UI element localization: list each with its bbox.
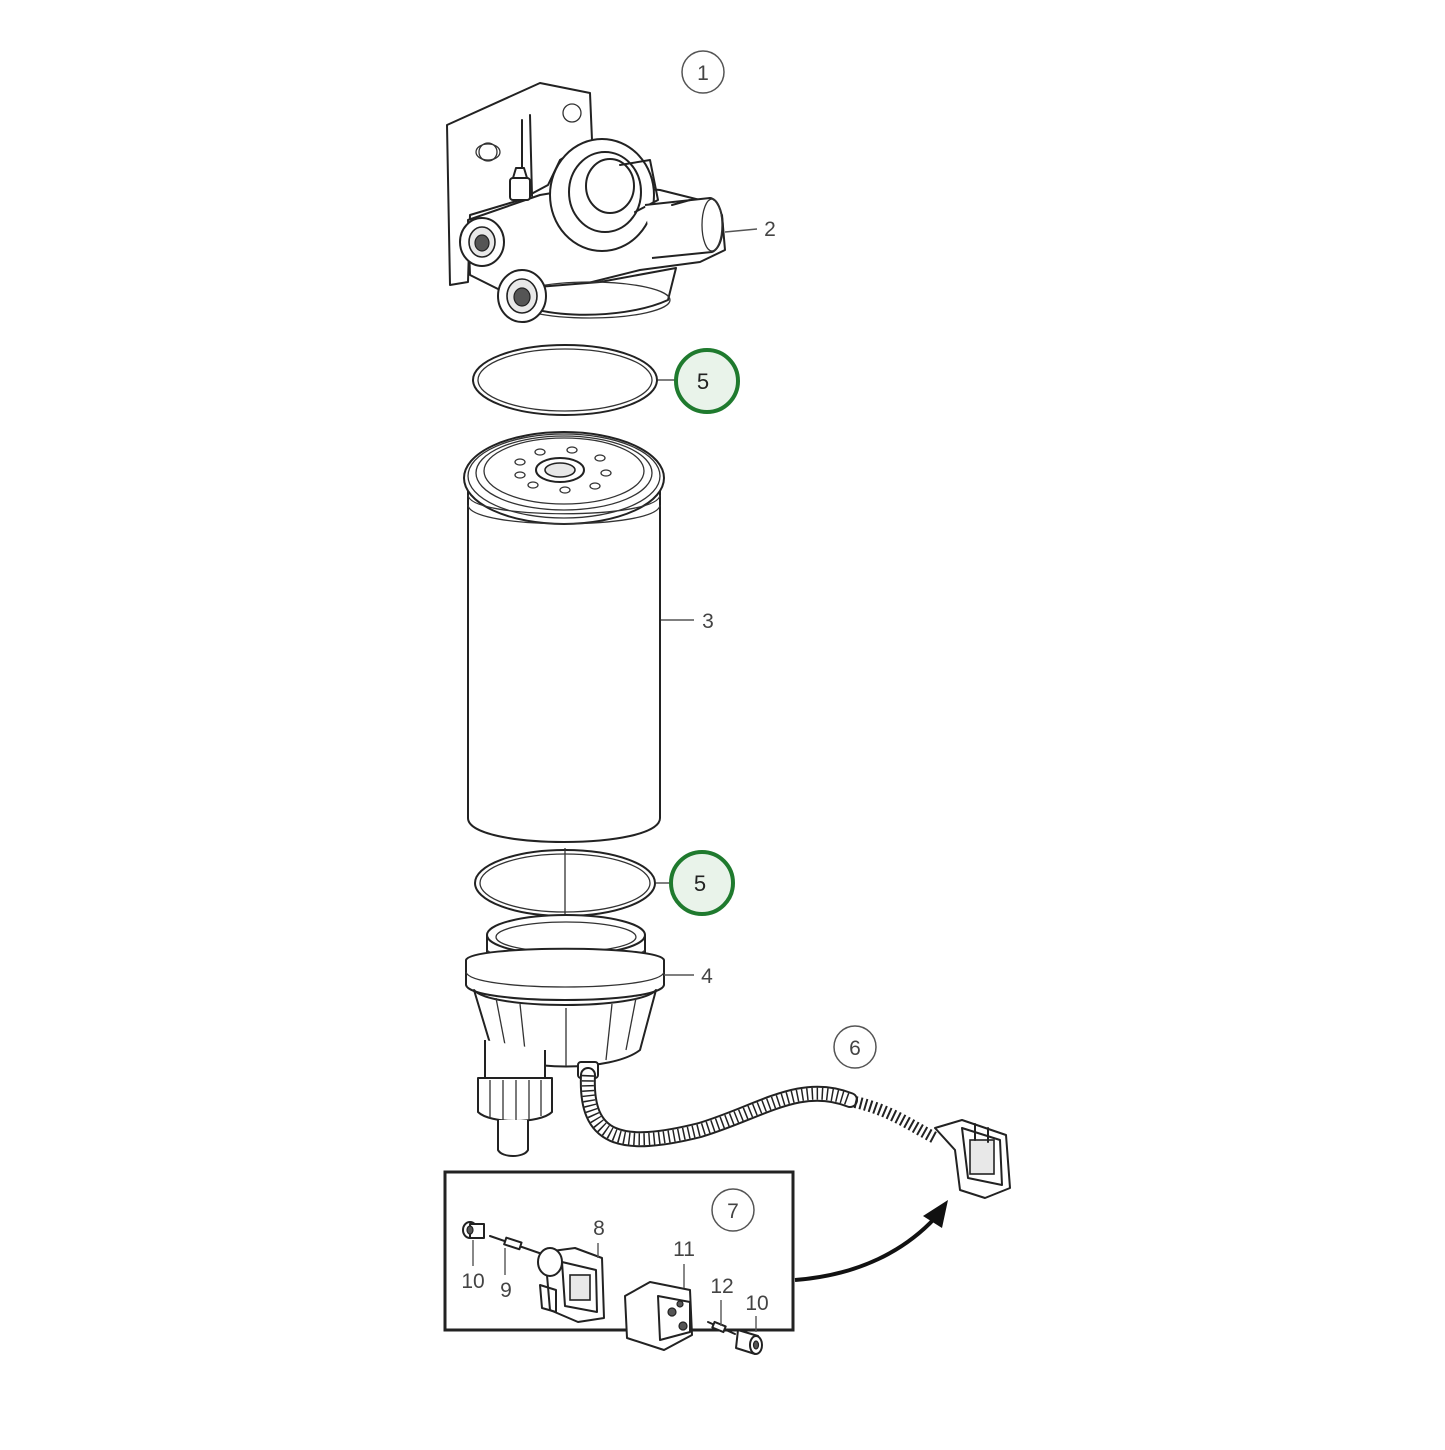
leader-2 — [724, 228, 758, 233]
seal-plug-right-part[interactable] — [735, 1329, 763, 1355]
callout-7: 7 — [711, 1188, 755, 1232]
callout-10-left: 10 — [461, 1270, 484, 1293]
callout-5-top-highlight[interactable]: 5 — [674, 348, 740, 414]
cartridge-holes — [514, 446, 612, 494]
callout-1: 1 — [681, 50, 725, 94]
svg-text:1: 1 — [697, 62, 709, 85]
sensor-harness-part[interactable] — [579, 1067, 1011, 1199]
svg-text:7: 7 — [727, 1200, 739, 1223]
callout-9: 9 — [500, 1279, 512, 1302]
contact-pin-part[interactable] — [489, 1235, 546, 1256]
svg-text:5: 5 — [697, 369, 709, 394]
callout-4: 4 — [701, 965, 713, 988]
counter-connector-part[interactable] — [624, 1281, 693, 1351]
inset-arrow — [794, 1216, 937, 1282]
callout-8: 8 — [593, 1217, 605, 1240]
svg-text:6: 6 — [849, 1037, 861, 1060]
svg-text:5: 5 — [694, 871, 706, 896]
callout-3: 3 — [702, 610, 714, 633]
callout-12: 12 — [710, 1275, 733, 1298]
water-bowl-part[interactable] — [465, 914, 665, 1157]
callout-11: 11 — [673, 1238, 695, 1261]
inset-arrowhead — [923, 1200, 948, 1228]
filter-cartridge-part[interactable] — [463, 431, 665, 843]
callout-6: 6 — [833, 1025, 877, 1069]
pin-small-part[interactable] — [707, 1320, 736, 1335]
callout-10-right: 10 — [745, 1292, 768, 1315]
callout-5-bottom-highlight[interactable]: 5 — [669, 850, 735, 916]
o-ring-top-part[interactable] — [472, 344, 658, 416]
callout-2: 2 — [764, 218, 776, 241]
seal-plug-part[interactable] — [462, 1221, 485, 1239]
filter-head-part[interactable] — [446, 82, 726, 323]
connector-housing-part[interactable] — [537, 1247, 605, 1323]
